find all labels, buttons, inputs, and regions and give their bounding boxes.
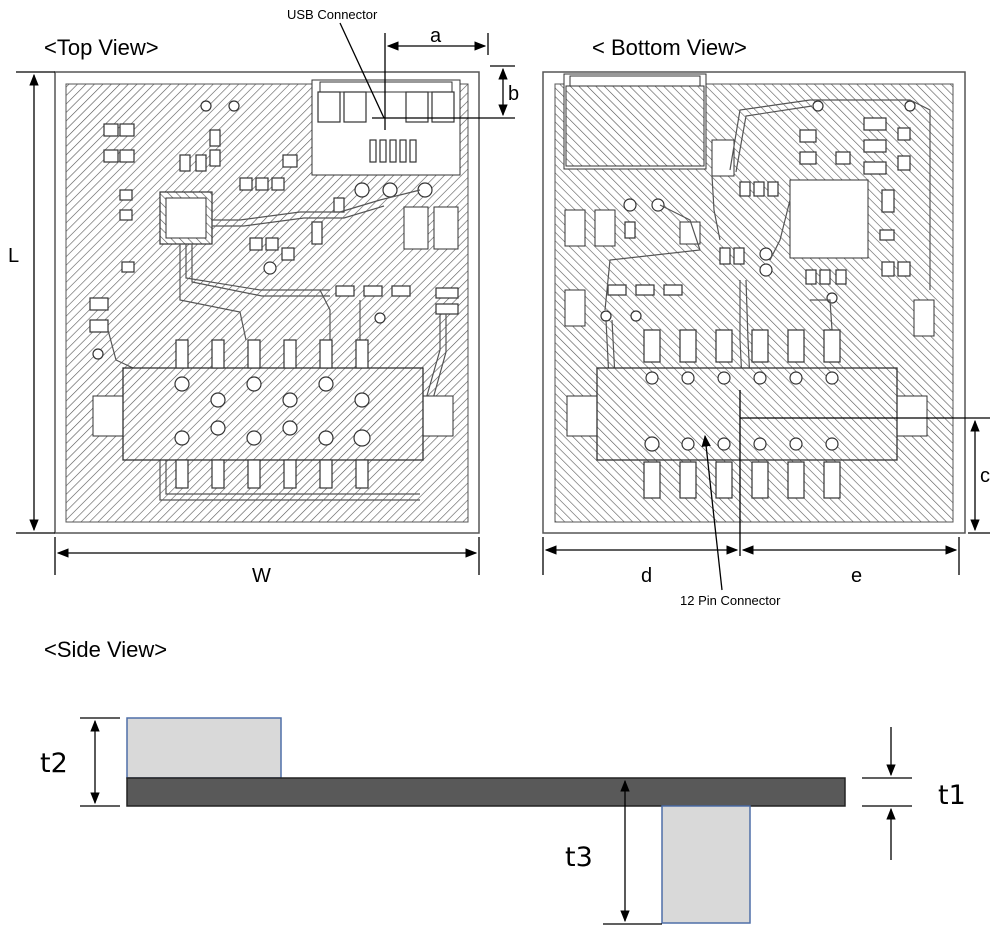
side-12pin-connector — [661, 805, 751, 924]
dim-W-label: W — [252, 565, 271, 587]
bottom-12pin-connector — [566, 329, 928, 499]
top-usb-footprint — [311, 79, 461, 176]
bottom-small-parts — [564, 100, 935, 337]
side-pcb-board — [126, 777, 846, 807]
dim-t2: t2 — [40, 717, 120, 807]
dim-b: b — [372, 65, 519, 119]
top-view-title: <Top View> — [44, 35, 159, 60]
side-view-title: <Side View> — [44, 637, 167, 662]
bottom-view: < Bottom View> — [542, 35, 990, 608]
dim-t2-label: t2 — [40, 748, 68, 779]
dim-t1-label: t1 — [938, 780, 966, 811]
bottom-usb-shell — [563, 73, 707, 170]
dim-W: W — [54, 537, 480, 587]
bottom-view-title: < Bottom View> — [592, 35, 747, 60]
dim-d: d — [542, 537, 739, 587]
pin12-connector-callout: 12 Pin Connector — [680, 434, 781, 608]
pin12-connector-label: 12 Pin Connector — [680, 593, 781, 608]
dim-t3: t3 — [565, 779, 662, 925]
dim-L: L — [8, 71, 55, 534]
top-view: <Top View> — [8, 7, 519, 587]
side-usb-connector — [126, 717, 282, 779]
side-view: <Side View> t2 t1 t3 — [40, 637, 966, 925]
dim-c: c — [740, 417, 990, 534]
usb-connector-label: USB Connector — [287, 7, 378, 22]
dim-c-label: c — [980, 465, 990, 487]
dim-a: a — [384, 25, 489, 130]
dim-L-label: L — [8, 245, 19, 267]
dim-d-label: d — [641, 565, 652, 587]
dim-t1: t1 — [862, 727, 966, 860]
top-ic — [159, 191, 213, 245]
dim-e: e — [741, 537, 960, 587]
dim-a-label: a — [430, 25, 442, 47]
usb-connector-callout: USB Connector — [287, 7, 385, 119]
dim-e-label: e — [851, 565, 862, 587]
top-12pin-connector — [92, 339, 454, 489]
top-small-parts — [89, 100, 459, 360]
dim-b-label: b — [508, 83, 519, 105]
dim-t3-label: t3 — [565, 842, 593, 873]
